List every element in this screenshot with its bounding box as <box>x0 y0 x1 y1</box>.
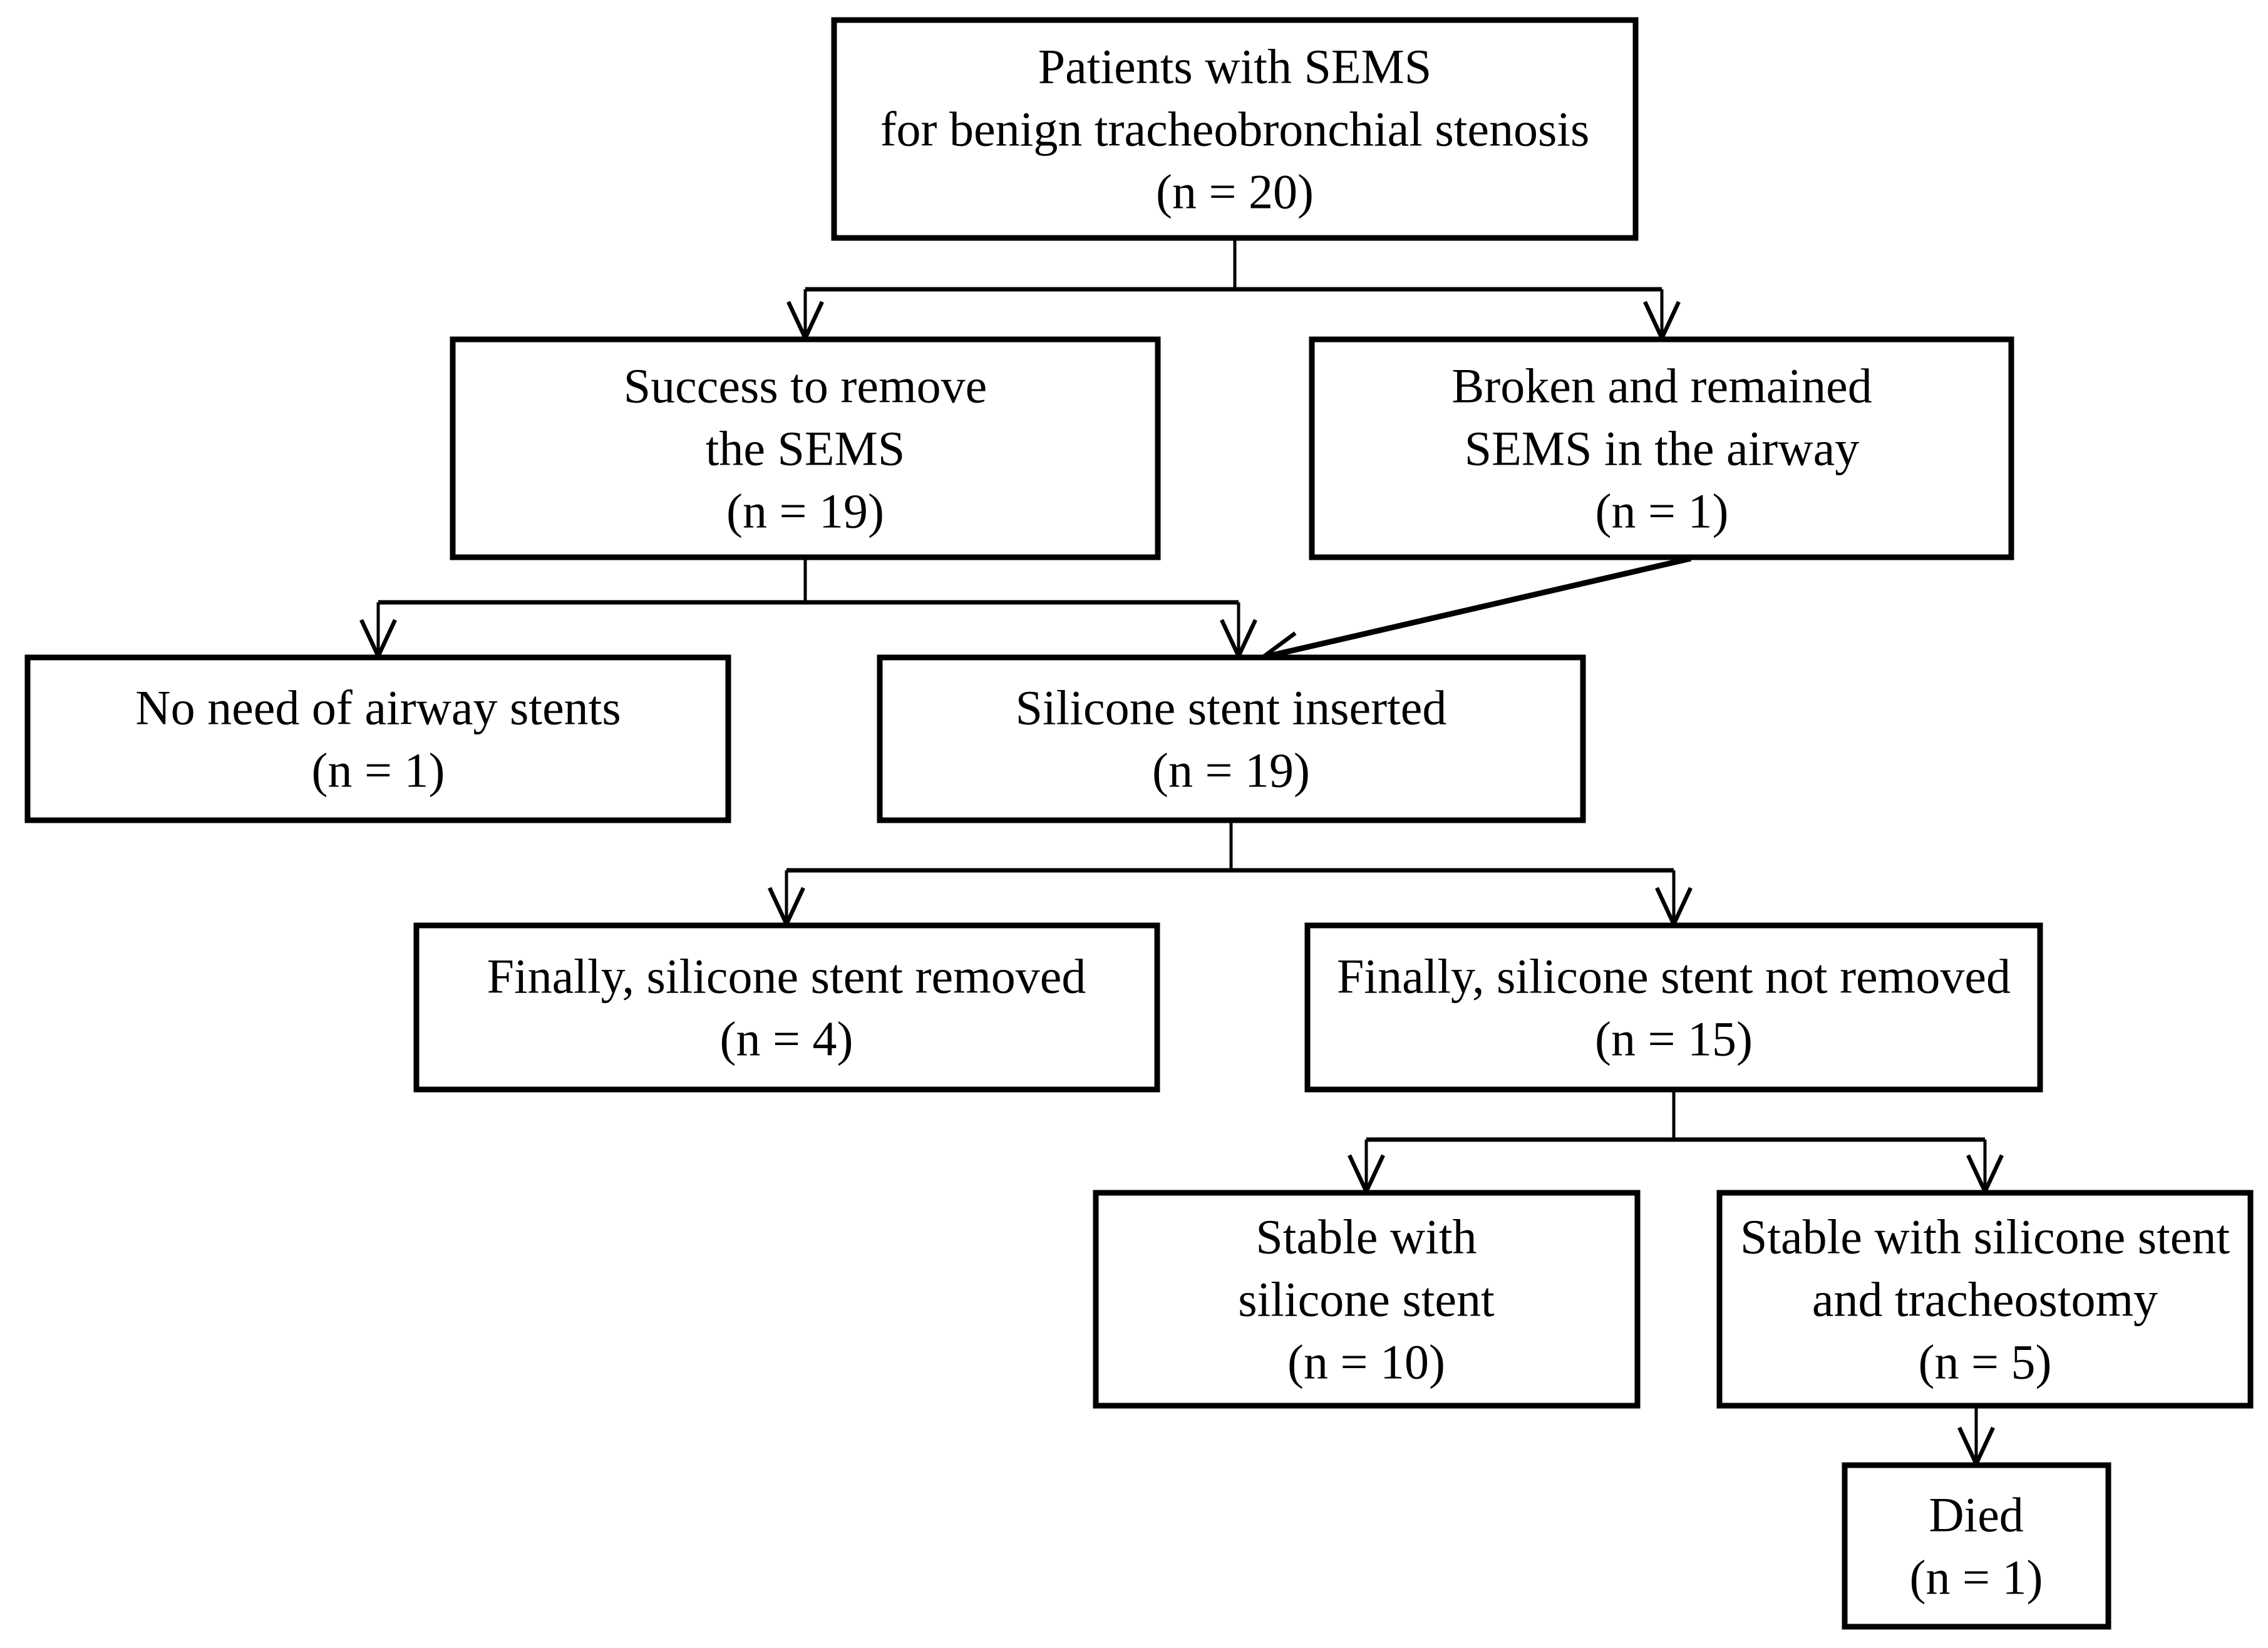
node-text-line: Broken and remained <box>1451 359 1872 413</box>
node-text-line: Patients with SEMS <box>1038 39 1431 94</box>
node-text-line: and tracheostomy <box>1812 1272 2158 1327</box>
node-finally-stent-not-removed: Finally, silicone stent not removed (n =… <box>1304 922 2043 1093</box>
node-text-line: Success to remove <box>624 359 987 413</box>
node-box <box>1716 1190 2254 1409</box>
node-text-line: No need of airway stents <box>135 681 621 735</box>
node-stable-stent-tracheostomy: Stable with silicone stent and tracheost… <box>1716 1190 2254 1409</box>
node-text-line: (n = 19) <box>1152 743 1310 798</box>
node-text-line: Silicone stent inserted <box>1016 681 1447 735</box>
node-text-line: the SEMS <box>706 421 905 476</box>
node-box <box>1304 922 2043 1093</box>
node-text-line: (n = 1) <box>1595 484 1729 538</box>
node-silicone-stent-inserted: Silicone stent inserted (n = 19) <box>877 654 1586 823</box>
node-box <box>413 922 1160 1093</box>
node-text-line: Died <box>1929 1488 2024 1542</box>
node-text-line: Finally, silicone stent not removed <box>1337 949 2011 1004</box>
node-box <box>1093 1190 1641 1409</box>
node-text-line: (n = 5) <box>1919 1335 2052 1389</box>
node-text-line: (n = 19) <box>726 484 884 538</box>
node-text-line: for benign tracheobronchial stenosis <box>880 102 1590 157</box>
node-broken-remained-sems: Broken and remained SEMS in the airway (… <box>1309 336 2014 560</box>
node-text-line: (n = 1) <box>1910 1550 2043 1605</box>
node-text-line: (n = 20) <box>1156 165 1314 219</box>
edge-success-split <box>359 557 1257 661</box>
node-text-line: Finally, silicone stent removed <box>487 949 1086 1004</box>
node-no-need-airway-stents: No need of airway stents (n = 1) <box>24 654 731 823</box>
edge-patients-split <box>786 238 1681 343</box>
node-box <box>450 336 1161 560</box>
node-text-line: (n = 10) <box>1287 1335 1445 1389</box>
node-box <box>831 17 1639 241</box>
node-patients-with-sems: Patients with SEMS for benign tracheobro… <box>831 17 1639 241</box>
node-text-line: (n = 15) <box>1595 1012 1753 1066</box>
node-stable-silicone-stent: Stable with silicone stent (n = 10) <box>1093 1190 1641 1409</box>
node-text-line: Stable with silicone stent <box>1740 1210 2230 1264</box>
connector-line <box>1261 555 1692 661</box>
node-text-line: (n = 4) <box>720 1012 853 1066</box>
edge-broken-to-inserted <box>1257 555 1692 667</box>
node-box <box>877 654 1586 823</box>
node-finally-stent-removed: Finally, silicone stent removed (n = 4) <box>413 922 1160 1093</box>
edge-inserted-split <box>768 820 1693 929</box>
node-text-line: silicone stent <box>1238 1272 1495 1327</box>
node-box <box>24 654 731 823</box>
edge-not-removed-split <box>1348 1089 2004 1197</box>
node-success-remove-sems: Success to remove the SEMS (n = 19) <box>450 336 1161 560</box>
node-text-line: (n = 1) <box>312 743 445 798</box>
node-box <box>1309 336 2014 560</box>
node-text-line: Stable with <box>1255 1210 1477 1264</box>
node-box <box>1842 1462 2111 1630</box>
node-text-line: SEMS in the airway <box>1465 421 1859 476</box>
node-died: Died (n = 1) <box>1842 1462 2111 1630</box>
edge-tracheostomy-to-died <box>1957 1406 1995 1469</box>
